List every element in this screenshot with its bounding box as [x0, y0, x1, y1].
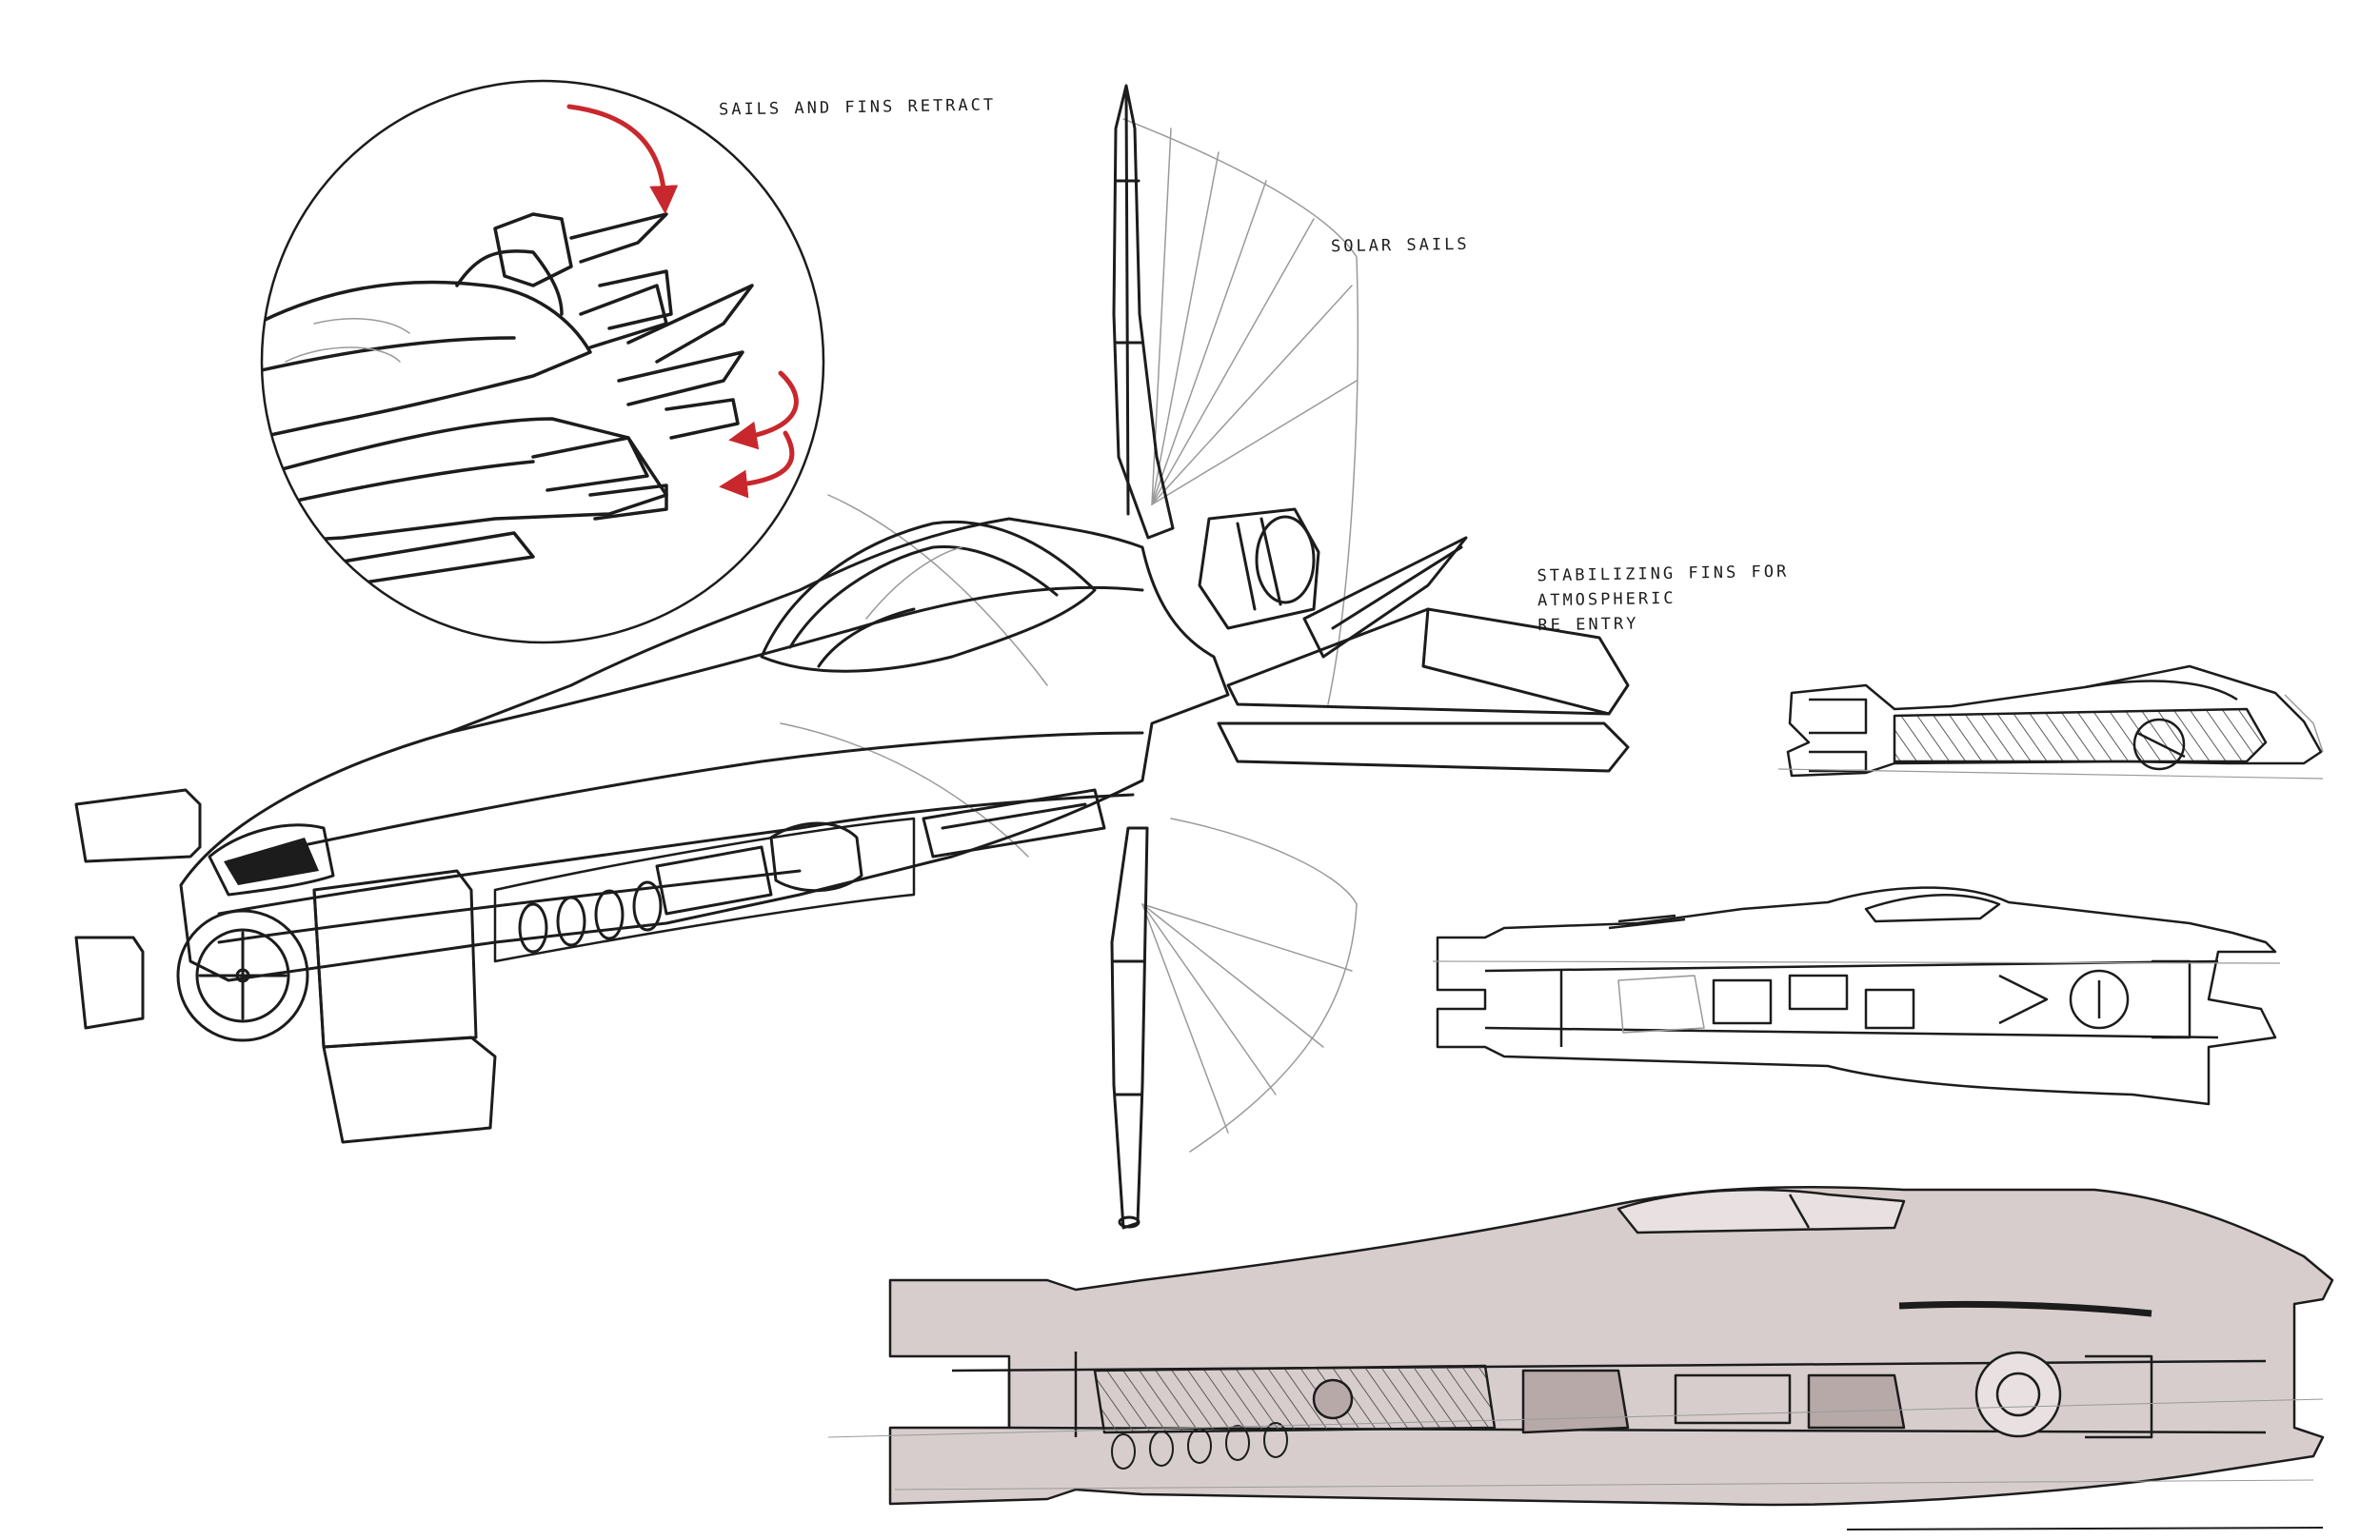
callout-fins-line-3: RE ENTRY: [1537, 614, 1639, 636]
upper-stabilizing-fin: [1302, 536, 1468, 659]
nose-intake-fairing: [208, 823, 335, 897]
retract-arrows: [566, 104, 799, 499]
upper-mast: [1112, 84, 1175, 540]
rendered-side-view: [827, 1185, 2334, 1530]
top-view-sketch: [1777, 664, 2324, 780]
rear-thruster-pod: [1198, 507, 1320, 630]
callout-fins-line-1: STABILIZING FINS FOR: [1537, 562, 1790, 586]
left-upper-fin: [74, 788, 202, 863]
left-rear-fin: [322, 1036, 497, 1144]
callout-sails-retract-text: SAILS AND FINS RETRACT: [718, 95, 997, 120]
left-lower-fin: [312, 869, 478, 1049]
retract-detail-inset: [260, 79, 825, 644]
callout-sails-retract: SAILS AND FINS RETRACT: [719, 92, 997, 122]
nose-engine-ring: [176, 909, 309, 1042]
side-view-sketch: [1432, 886, 2281, 1106]
engine-coils: [518, 880, 663, 954]
solar-sail-fan: [780, 118, 1359, 1153]
red-arrow-top: [566, 104, 679, 214]
callout-stabilizing-fins: STABILIZING FINS FOR ATMOSPHERIC RE ENTR…: [1537, 560, 1790, 639]
red-arrow-bottom: [719, 430, 795, 499]
main-perspective-sketch: [74, 84, 1630, 1230]
callout-solar-sails: SOLAR SAILS: [1331, 232, 1470, 260]
lower-mast: [1110, 826, 1149, 1230]
callout-solar-sails-text: SOLAR SAILS: [1330, 234, 1470, 257]
hull-outline: [179, 517, 1230, 982]
reactor-core: [769, 821, 863, 893]
cockpit-canopy: [760, 521, 1097, 673]
engine-channel: [493, 817, 916, 963]
right-lower-fin-plate: [1217, 721, 1630, 773]
left-middle-fin: [74, 936, 145, 1030]
red-arrow-middle: [728, 370, 799, 450]
